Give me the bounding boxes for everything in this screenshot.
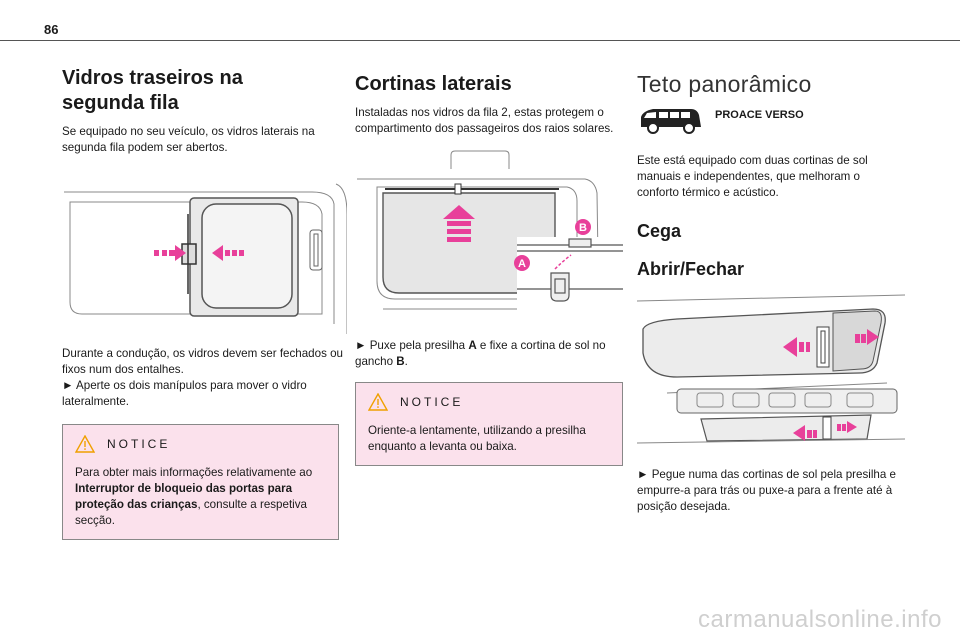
notice-body: Para obter mais informações relativament… — [63, 465, 338, 539]
driving-text: Durante a condução, os vidros devem ser … — [62, 347, 343, 376]
side-blind-illustration: B A — [355, 149, 623, 325]
notice-text-end: , consulte a respetiva secção. — [75, 498, 307, 527]
watermark: carmanualsonline.info — [698, 606, 942, 633]
arrow-up-icon — [443, 205, 475, 242]
van-model-row: PROACE VERSO — [637, 105, 905, 135]
rear-windows-intro: Se equipado no seu veículo, os vidros la… — [62, 125, 315, 154]
page-number: 86 — [44, 22, 59, 37]
van-icon — [641, 109, 701, 134]
notice-title: NOTICE — [400, 395, 464, 409]
step-hook-b: B — [396, 355, 405, 368]
notice-header: NOTICE — [63, 425, 338, 465]
section-title-rear-windows: Vidros traseiros na segunda fila — [62, 66, 347, 116]
roof-blind-illustration — [636, 293, 906, 451]
subsection-open-close: Abrir/Fechar — [637, 259, 745, 279]
arrow-left-icon — [154, 245, 186, 261]
notice-text-start: Para obter mais informações relativament… — [75, 466, 313, 479]
side-blinds-intro: Instaladas nos vidros da fila 2, estas p… — [355, 106, 614, 135]
column-panoramic-roof: Teto panorâmico PROACE VERSO Este está e… — [636, 66, 906, 515]
notice-title: NOTICE — [107, 437, 171, 451]
pull-tab-step: ► Puxe pela presilha A e fixe a cortina … — [355, 338, 623, 370]
step-prefix: ► Puxe pela presilha — [355, 339, 469, 352]
warning-triangle-icon — [368, 393, 388, 411]
notice-header: NOTICE — [356, 383, 622, 423]
step-middle: e fixe a cortina de sol no gancho — [355, 339, 606, 368]
sliding-window-drawing — [64, 183, 348, 334]
title-line-2: segunda fila — [62, 92, 179, 114]
section-title-side-blinds: Cortinas laterais — [355, 73, 512, 95]
column-side-blinds: Cortinas laterais Instaladas nos vidros … — [355, 66, 623, 466]
panoramic-roof-intro: Este está equipado com duas cortinas de … — [637, 154, 868, 199]
side-blind-drawing: B A — [357, 150, 623, 325]
warning-triangle-icon — [75, 435, 95, 453]
label-a-badge: A — [514, 255, 530, 271]
label-b: B — [579, 222, 587, 234]
column-rear-windows: Vidros traseiros na segunda fila Se equi… — [62, 66, 348, 540]
title-line-1: Vidros traseiros na — [62, 67, 243, 89]
section-title-panoramic-roof: Teto panorâmico — [637, 71, 812, 97]
label-b-badge: B — [575, 219, 591, 235]
subsection-blind: Cega — [637, 221, 682, 241]
squeeze-handles-text: ► Aperte os dois manípulos para mover o … — [62, 379, 307, 408]
top-rule — [0, 40, 960, 41]
blind-hook-detail — [517, 238, 623, 302]
step-tab-a: A — [468, 339, 477, 352]
label-a: A — [518, 258, 526, 270]
arrow-double-roof-icon — [783, 329, 879, 441]
notice-box-child-lock: NOTICE Para obter mais informações relat… — [62, 424, 339, 540]
roof-blind-drawing — [636, 294, 906, 444]
sliding-window-illustration — [62, 174, 348, 334]
notice-body: Oriente-a lentamente, utilizando a presi… — [356, 423, 622, 465]
van-model-label: PROACE VERSO — [715, 109, 804, 121]
roof-blind-step: ► Pegue numa das cortinas de sol pela pr… — [637, 468, 896, 513]
notice-box-blind: NOTICE Oriente-a lentamente, utilizando … — [355, 382, 623, 466]
step-end: . — [404, 355, 408, 368]
notice-bold-reference: Interruptor de bloqueio das portas para … — [75, 482, 293, 511]
arrow-right-icon — [212, 245, 244, 261]
